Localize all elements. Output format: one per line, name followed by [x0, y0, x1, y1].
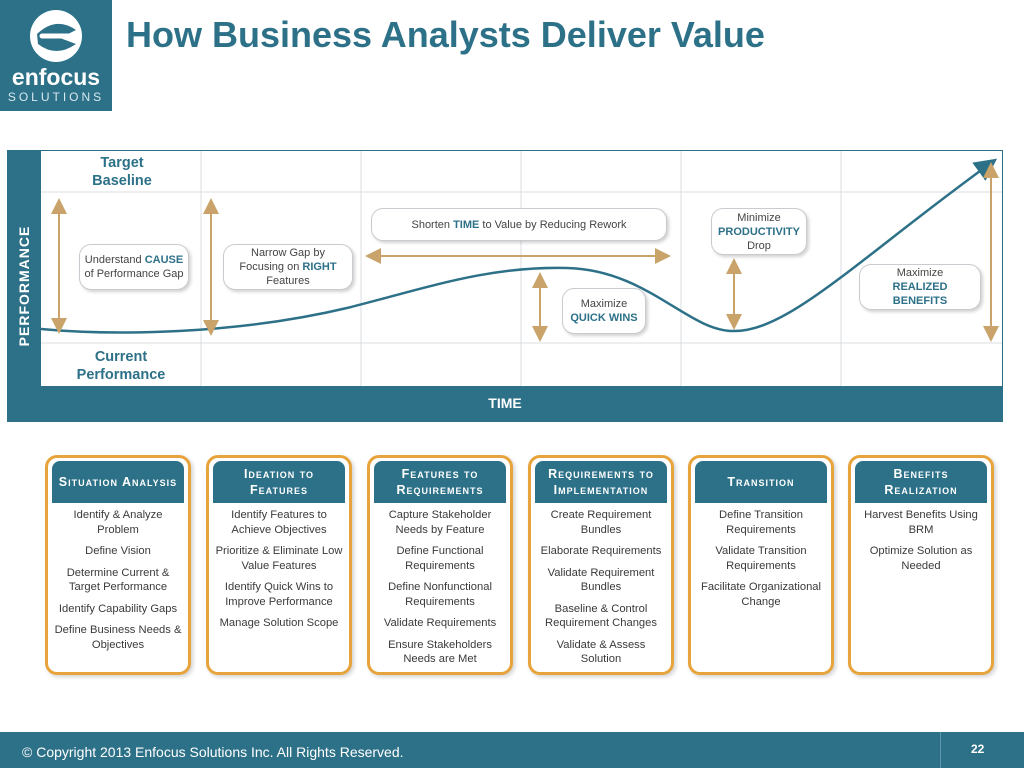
phase-card-benefits-realization: Benefits Realization Harvest Benefits Us…: [848, 455, 994, 675]
logo-word-secondary: SOLUTIONS: [7, 90, 105, 104]
logo-word-primary: enfocus: [11, 64, 101, 90]
phase-item: Prioritize & Eliminate Low Value Feature…: [215, 545, 343, 572]
target-baseline-label: Target Baseline: [92, 155, 152, 189]
page-title: How Business Analysts Deliver Value: [126, 14, 765, 55]
x-axis-label: TIME: [488, 395, 522, 411]
phase-item: Identify Capability Gaps: [58, 602, 178, 615]
phase-title: Situation Analysis: [52, 461, 184, 503]
phase-title: Transition: [695, 461, 827, 503]
callout-shorten-time: Shorten TIME to Value by Reducing Rework: [371, 208, 667, 241]
phase-card-features-to-requirements: Features to Requirements Capture Stakeho…: [367, 455, 513, 675]
phase-item: Ensure Stakeholders Needs are Met: [388, 638, 492, 666]
phase-title: Ideation to Features: [213, 461, 345, 503]
phase-title: Benefits Realization: [855, 461, 987, 503]
page-number-box: 22: [940, 732, 1024, 768]
phase-item: Define Vision: [85, 545, 151, 557]
phase-item: Define Transition Requirements: [719, 509, 803, 536]
phase-item: Manage Solution Scope: [219, 617, 339, 629]
phase-item: Validate & Assess Solution: [556, 638, 646, 666]
phase-item: Validate Requirements: [383, 617, 497, 629]
phase-card-ideation-to-features: Ideation to Features Identify Features t…: [206, 455, 352, 675]
phase-item: Validate Transition Requirements: [715, 545, 807, 572]
phase-item: Define Nonfunctional Requirements: [388, 581, 492, 608]
phase-item: Facilitate Organizational Change: [700, 581, 821, 608]
gold-arrows: [51, 162, 999, 342]
performance-curve: [40, 158, 998, 334]
performance-chart: PERFORMANCE TIME Target Baseline Current…: [7, 150, 1003, 422]
logo: enfocus SOLUTIONS: [0, 0, 112, 111]
footer: © Copyright 2013 Enfocus Solutions Inc. …: [0, 732, 1024, 768]
phase-item: Harvest Benefits Using BRM: [864, 509, 978, 536]
phase-item: Baseline & Control Requirement Changes: [545, 602, 657, 630]
phase-item: Create Requirement Bundles: [550, 509, 652, 536]
phase-item: Identify Quick Wins to Improve Performan…: [224, 581, 334, 608]
phase-card-requirements-to-implementation: Requirements to Implementation Create Re…: [528, 455, 674, 675]
phase-item: Validate Requirement Bundles: [547, 566, 655, 594]
phase-title: Features to Requirements: [374, 461, 506, 503]
phase-item: Define Business Needs & Objectives: [54, 624, 182, 651]
phase-item: Identify Features to Achieve Objectives: [231, 509, 327, 536]
phase-title: Requirements to Implementation: [535, 461, 667, 503]
phase-item: Determine Current & Target Performance: [66, 566, 170, 594]
y-axis-label: PERFORMANCE: [16, 225, 32, 347]
phase-item: Elaborate Requirements: [540, 545, 662, 557]
current-performance-label: Current Performance: [76, 349, 166, 383]
copyright-text: © Copyright 2013 Enfocus Solutions Inc. …: [22, 744, 404, 760]
callout-right-features: Narrow Gap by Focusing on RIGHT Features: [223, 244, 353, 290]
phase-item: Define Functional Requirements: [396, 545, 484, 572]
phase-item: Identify & Analyze Problem: [73, 509, 163, 536]
page-number: 22: [971, 742, 985, 756]
phase-card-transition: Transition Define Transition Requirement…: [688, 455, 834, 675]
logo-e-icon: [30, 10, 82, 62]
phase-item: Optimize Solution as Needed: [869, 545, 973, 572]
phase-card-situation-analysis: Situation Analysis Identify & Analyze Pr…: [45, 455, 191, 675]
phase-item: Capture Stakeholder Needs by Feature: [388, 509, 492, 536]
